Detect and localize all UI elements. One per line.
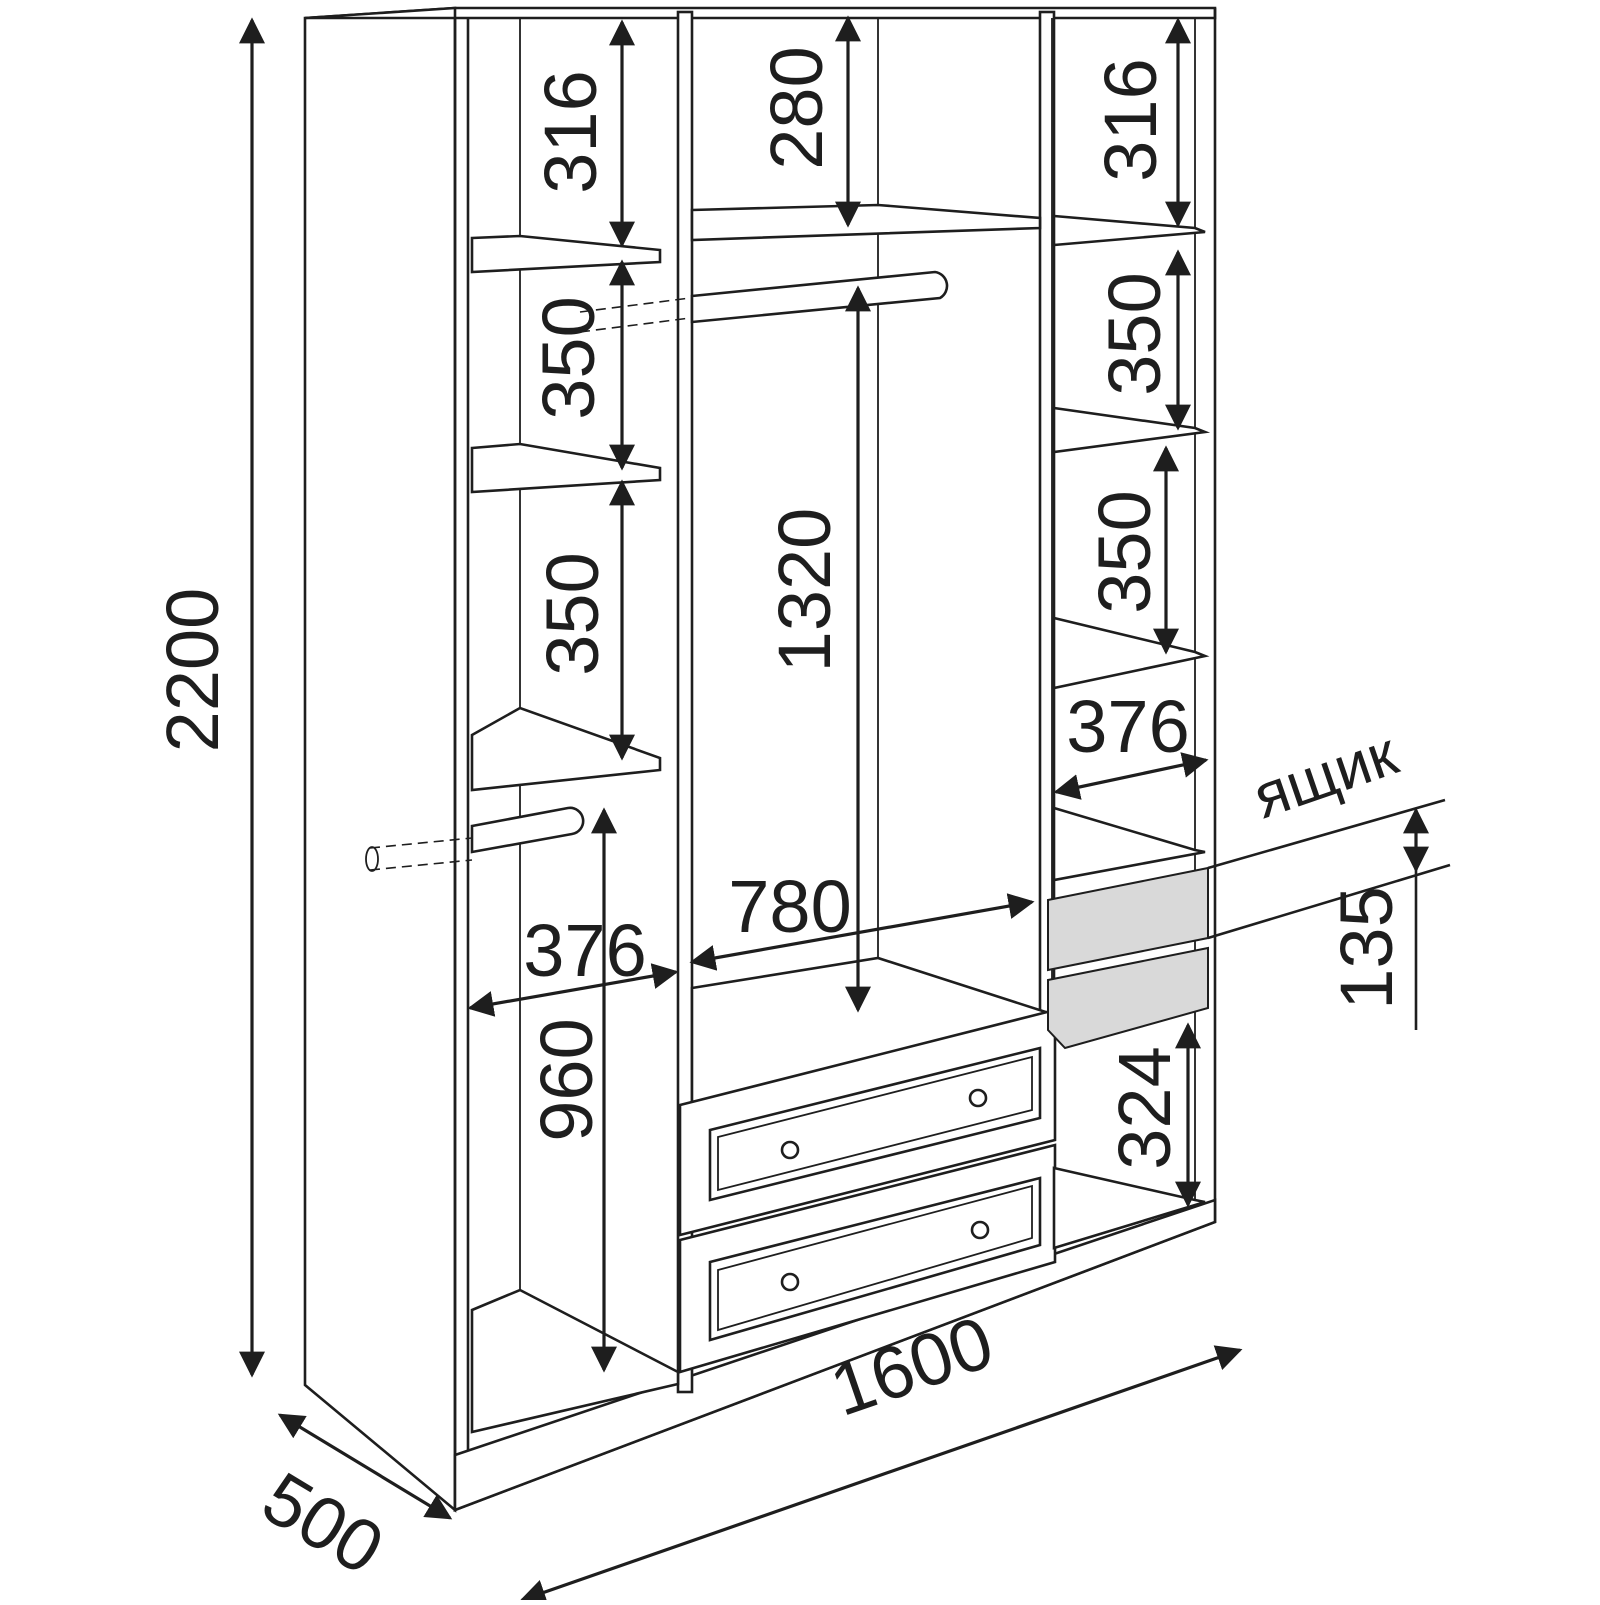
drawer-knob-icon [970,1220,990,1240]
drawer-label: ящик [1245,719,1407,832]
dim-drawer-height: 135 [1325,886,1408,1009]
dim-right-third-shelf: 350 [1083,490,1166,613]
dim-right-bottom-shelf: 324 [1103,1046,1186,1169]
width-arrow [519,1345,1243,1605]
dim-left-third-shelf: 350 [531,552,614,675]
dim-right-second-shelf: 350 [1093,272,1176,395]
dim-center-top-shelf: 280 [755,46,838,169]
drawer-knob-icon [968,1088,988,1108]
drawer-bottom [678,1143,1057,1374]
center-top-shelf [690,203,1042,242]
top-panel [304,6,1217,20]
dim-center-section-width: 780 [728,865,851,948]
dim-total-height: 2200 [151,588,234,753]
drawer-knob-icon [780,1272,800,1292]
dim-depth: 500 [249,1456,398,1591]
right-shelves [1052,214,1211,1250]
dim-right-top-shelf: 316 [1089,58,1172,181]
dim-left-hanging-height: 960 [525,1018,608,1141]
dim-left-top-shelf: 316 [529,70,612,193]
center-hanging-rod [579,270,949,333]
drawer-top [678,1008,1057,1237]
dim-left-section-width: 376 [523,909,646,992]
right-drawer-lower [1047,946,1209,1050]
left-hanging-rod [365,806,585,872]
left-side-panel [303,6,457,1513]
dim-center-hanging-height: 1320 [763,508,846,673]
dim-right-section-width: 376 [1066,685,1189,768]
drawer-knob-icon [780,1140,800,1160]
dim-left-second-shelf: 350 [527,296,610,419]
dimension-arrows [239,15,1451,1605]
depth-arrow [277,1413,453,1520]
